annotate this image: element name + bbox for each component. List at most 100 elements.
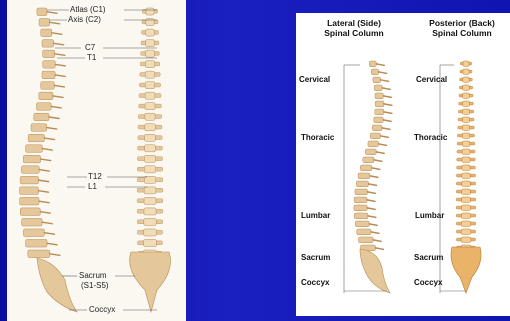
vertebra-posterior xyxy=(144,208,156,215)
spinous-process xyxy=(47,243,57,245)
spinous-process xyxy=(382,128,390,130)
vertebra-posterior xyxy=(144,155,155,162)
vertebra-body xyxy=(355,221,369,227)
vertebra-posterior xyxy=(146,50,155,57)
spinous-process xyxy=(371,232,379,234)
vertebra-posterior xyxy=(145,82,155,89)
vertebra-posterior xyxy=(463,61,469,66)
vertebra-posterior xyxy=(144,166,155,173)
spinous-process xyxy=(47,12,57,14)
vertebra-posterior xyxy=(145,124,155,131)
label-coccyx: Coccyx xyxy=(89,305,115,314)
label-atlas: Atlas (C1) xyxy=(70,5,106,14)
vertebra-body xyxy=(43,61,56,69)
lateral-spine-left xyxy=(20,8,77,312)
vertebra-body xyxy=(41,29,52,37)
vertebra-body xyxy=(34,113,49,121)
vertebra-posterior xyxy=(463,101,470,106)
vertebra-posterior xyxy=(462,197,471,202)
vertebra-body xyxy=(375,109,384,115)
spinous-process xyxy=(376,152,384,154)
vertebra-posterior xyxy=(462,141,470,146)
lateral-region-coccyx: Coccyx xyxy=(301,278,329,287)
vertebra-posterior xyxy=(144,176,155,183)
spinous-process xyxy=(367,208,375,210)
spinous-process xyxy=(384,104,392,106)
posterior-region-lumbar: Lumbar xyxy=(415,211,444,220)
spinous-process xyxy=(42,222,52,224)
vertebra-body xyxy=(368,141,378,147)
label-t1: T1 xyxy=(87,53,96,62)
spinous-process xyxy=(368,184,376,186)
vertebra-body xyxy=(374,117,383,123)
lateral-region-thoracic: Thoracic xyxy=(301,133,334,142)
vertebra-body xyxy=(42,71,55,79)
vertebra-posterior xyxy=(145,145,156,152)
lateral-region-lumbar: Lumbar xyxy=(301,211,330,220)
vertebra-body xyxy=(375,93,383,99)
vertebra-body xyxy=(370,133,380,139)
label-t12: T12 xyxy=(88,172,102,181)
vertebra-body xyxy=(23,229,44,237)
posterior-spine-left xyxy=(130,8,171,312)
spinous-process xyxy=(51,106,61,108)
sacrum-shape xyxy=(130,252,171,312)
vertebra-posterior xyxy=(145,134,156,141)
spinous-process xyxy=(55,75,65,77)
spinous-process xyxy=(367,200,375,202)
vertebra-body xyxy=(42,40,54,48)
vertebra-body xyxy=(37,8,47,16)
spinous-process xyxy=(381,80,389,82)
vertebra-posterior xyxy=(144,239,157,246)
posterior-region-coccyx: Coccyx xyxy=(414,278,442,287)
vertebra-body xyxy=(371,69,378,75)
vertebra-posterior xyxy=(146,19,154,26)
spinous-process xyxy=(39,201,49,203)
spinous-process xyxy=(376,64,384,66)
vertebra-posterior xyxy=(463,69,469,74)
label-c7: C7 xyxy=(85,43,95,52)
spinous-process xyxy=(382,88,390,90)
vertebra-posterior xyxy=(144,229,157,236)
vertebra-posterior xyxy=(461,221,470,226)
vertebra-body xyxy=(23,155,40,163)
vertebra-body xyxy=(41,82,55,90)
spinous-process xyxy=(368,216,376,218)
vertebra-body xyxy=(354,205,367,211)
right-spine-drawings xyxy=(296,13,510,316)
spinous-process xyxy=(54,85,64,87)
spinous-process xyxy=(378,144,386,146)
spinous-process xyxy=(55,64,65,66)
sacrum-shape xyxy=(360,249,390,293)
vertebra-body xyxy=(21,166,39,174)
label-l1: L1 xyxy=(88,182,97,191)
vertebra-posterior xyxy=(144,197,156,204)
spinous-process xyxy=(49,117,59,119)
spinous-process xyxy=(41,159,51,161)
vertebra-posterior xyxy=(462,189,471,194)
vertebra-body xyxy=(355,189,368,195)
vertebra-posterior xyxy=(145,103,155,110)
vertebra-posterior xyxy=(463,93,470,98)
spinous-process xyxy=(44,138,54,140)
vertebra-posterior xyxy=(462,117,469,122)
vertebra-body xyxy=(375,101,384,107)
vertebra-body xyxy=(365,149,376,155)
vertebra-posterior xyxy=(145,61,154,68)
spinous-process xyxy=(370,176,378,178)
vertebra-posterior xyxy=(461,213,470,218)
vertebra-posterior xyxy=(145,113,155,120)
posterior-region-cervical: Cervical xyxy=(416,75,447,84)
vertebra-body xyxy=(20,176,38,184)
spinous-process xyxy=(383,120,391,122)
spinous-process xyxy=(50,22,60,24)
posterior-region-thoracic: Thoracic xyxy=(414,133,447,142)
vertebra-body xyxy=(374,85,382,91)
vertebra-body xyxy=(354,213,368,219)
label-axis: Axis (C2) xyxy=(68,15,101,24)
spinous-process xyxy=(42,149,52,151)
vertebra-body xyxy=(360,165,372,171)
sacrum-shape xyxy=(451,247,481,293)
vertebra-body xyxy=(369,61,376,67)
vertebra-body xyxy=(26,239,47,247)
